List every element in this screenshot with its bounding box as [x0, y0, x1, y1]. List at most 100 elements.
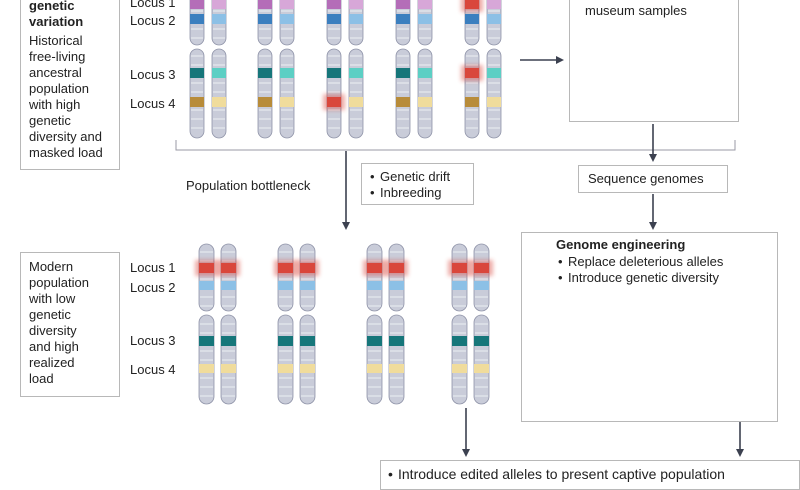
deleterious-allele-band: [300, 263, 315, 273]
sequence-genomes-label: Sequence genomes: [588, 171, 704, 186]
allele-band: [487, 0, 501, 9]
modern-chromosome: [363, 243, 386, 405]
modern-chromosome: [470, 243, 493, 405]
ancestral-description-box: [20, 0, 120, 170]
top-locus-2-label: Locus 2: [130, 13, 176, 28]
allele-band: [212, 0, 226, 9]
introduce-edited-alleles-list: Introduce edited alleles to present capt…: [388, 466, 725, 482]
allele-band: [418, 0, 432, 9]
allele-band: [212, 14, 226, 24]
chromosome-lower-arm: [326, 48, 342, 139]
allele-band: [190, 14, 204, 24]
cause-inbreeding: Inbreeding: [370, 185, 450, 201]
allele-band: [465, 97, 479, 107]
bottom-locus-4-label: Locus 4: [130, 362, 176, 377]
allele-band: [327, 14, 341, 24]
deleterious-allele-band: [465, 0, 479, 9]
ancestral-chromosome: [348, 0, 364, 139]
allele-band: [474, 336, 489, 346]
allele-band: [190, 97, 204, 107]
chromosome-upper-arm: [451, 243, 468, 312]
ancestral-chromosome: [486, 0, 502, 139]
top-locus-1-label: Locus 1: [130, 0, 176, 10]
allele-band: [396, 14, 410, 24]
chromosome-upper-arm: [198, 243, 215, 312]
allele-band: [280, 0, 294, 9]
chromosome-lower-arm: [257, 48, 273, 139]
allele-band: [280, 97, 294, 107]
allele-band: [327, 68, 341, 78]
chromosome-upper-arm: [299, 243, 316, 312]
ancestral-chromosome: [417, 0, 433, 139]
top-locus-4-label: Locus 4: [130, 96, 176, 111]
modern-chromosome: [296, 243, 319, 405]
ancestral-chromosome: [323, 0, 345, 139]
chromosome-lower-arm: [464, 48, 480, 139]
allele-band: [278, 336, 293, 346]
allele-band: [278, 364, 293, 373]
allele-band: [199, 281, 214, 290]
ancestral-chromosome: [211, 0, 227, 139]
modern-description-box: [20, 252, 120, 397]
bottleneck-causes-list: Genetic drift Inbreeding: [370, 169, 450, 201]
deleterious-allele-band: [452, 263, 467, 273]
allele-band: [349, 97, 363, 107]
allele-band: [418, 68, 432, 78]
allele-band: [280, 14, 294, 24]
allele-band: [258, 0, 272, 9]
deleterious-allele-band: [367, 263, 382, 273]
genome-engineering-steps: Replace deleterious alleles Introduce ge…: [558, 254, 723, 286]
deleterious-allele-band: [474, 263, 489, 273]
ancestral-population-bracket: [175, 140, 736, 151]
allele-band: [212, 97, 226, 107]
allele-band: [349, 68, 363, 78]
modern-chromosome: [448, 243, 471, 405]
deleterious-allele-band: [465, 68, 479, 78]
allele-band: [396, 97, 410, 107]
allele-band: [396, 68, 410, 78]
allele-band: [221, 281, 236, 290]
modern-chromosome: [274, 243, 297, 405]
allele-band: [212, 68, 226, 78]
allele-band: [487, 68, 501, 78]
allele-band: [418, 97, 432, 107]
chromosome-lower-arm: [486, 48, 502, 139]
allele-band: [389, 281, 404, 290]
genome-engineering-title: Genome engineering: [556, 237, 686, 252]
deleterious-allele-band: [278, 263, 293, 273]
allele-band: [280, 68, 294, 78]
bottom-locus-3-label: Locus 3: [130, 333, 176, 348]
deleterious-allele-band: [389, 263, 404, 273]
ancestral-chromosome: [257, 0, 273, 139]
allele-band: [327, 0, 341, 9]
allele-band: [452, 364, 467, 373]
ancestral-chromosome: [461, 0, 483, 139]
deleterious-allele-band: [327, 97, 341, 107]
chromosome-lower-arm: [189, 48, 205, 139]
cause-genetic-drift: Genetic drift: [370, 169, 450, 185]
chromosome-upper-arm: [277, 243, 294, 312]
allele-band: [258, 68, 272, 78]
modern-chromosome: [217, 243, 240, 405]
allele-band: [487, 14, 501, 24]
deleterious-allele-band: [221, 263, 236, 273]
population-bottleneck-label: Population bottleneck: [186, 178, 311, 193]
museum-samples-box: [569, 0, 739, 122]
allele-band: [199, 364, 214, 373]
allele-band: [474, 281, 489, 290]
step-introduce-diversity: Introduce genetic diversity: [558, 270, 723, 286]
allele-band: [221, 364, 236, 373]
allele-band: [367, 364, 382, 373]
modern-chromosome: [195, 243, 218, 405]
modern-description: Modern population with low genetic diver…: [29, 259, 89, 386]
allele-band: [258, 97, 272, 107]
top-locus-3-label: Locus 3: [130, 67, 176, 82]
allele-band: [396, 0, 410, 9]
chromosome-lower-arm: [211, 48, 227, 139]
chromosome-lower-arm: [395, 48, 411, 139]
chromosome-upper-arm: [388, 243, 405, 312]
chromosome-lower-arm: [348, 48, 364, 139]
allele-band: [465, 14, 479, 24]
allele-band: [367, 336, 382, 346]
allele-band: [389, 364, 404, 373]
